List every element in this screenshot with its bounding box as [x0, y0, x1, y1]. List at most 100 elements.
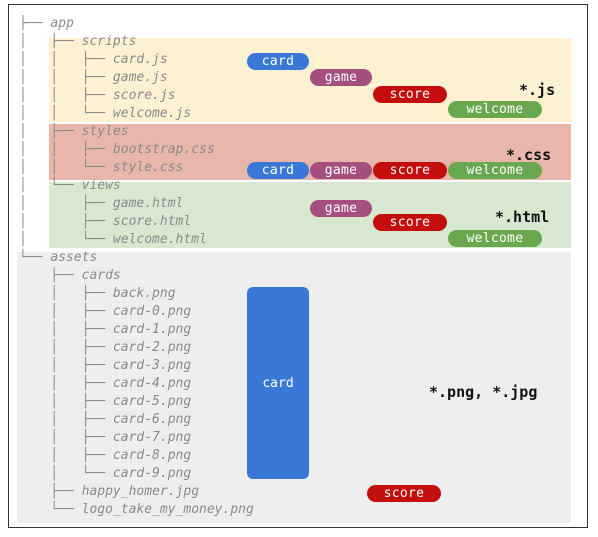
tree-branch-glyph: │ │ ├── — [19, 70, 113, 85]
tree-item-name: card-5.png — [112, 394, 192, 409]
tree-item-name: card-4.png — [112, 376, 192, 391]
tree-branch-glyph: │ └── — [19, 466, 113, 481]
tree-item-name: game.js — [112, 70, 168, 85]
tree-item: │ │ ├── card.js — [19, 51, 168, 69]
tree-branch-glyph: │ ├── — [19, 196, 113, 211]
tree-branch-glyph: │ │ ├── — [19, 142, 113, 157]
tree-branch-glyph: │ ├── — [19, 412, 113, 427]
tree-item: │ │ ├── score.js — [19, 87, 176, 105]
score-pill: score — [373, 162, 447, 179]
tree-branch-glyph: │ ├── — [19, 394, 113, 409]
game-pill: game — [310, 162, 372, 179]
assets-group-label: *.png, *.jpg — [429, 383, 538, 401]
js-group-label: *.js — [519, 81, 556, 99]
tree-branch-glyph: │ ├── — [19, 286, 113, 301]
tree-item-name: card-3.png — [112, 358, 192, 373]
tree-item-name: welcome.js — [112, 106, 192, 121]
tree-branch-glyph: │ ├── — [19, 322, 113, 337]
tree-branch-glyph: ├── — [19, 268, 82, 283]
tree-branch-glyph: │ │ └── — [19, 106, 113, 121]
score-pill: score — [373, 86, 447, 103]
tree-item-name: card-6.png — [112, 412, 192, 427]
tree-branch-glyph: │ ├── — [19, 430, 113, 445]
tree-item-name: card-7.png — [112, 430, 192, 445]
tree-item-name: bootstrap.css — [112, 142, 215, 157]
tree-item-name: scripts — [81, 34, 137, 49]
tree-item: │ ├── card-2.png — [19, 339, 191, 357]
tree-branch-glyph: │ │ ├── — [19, 52, 113, 67]
tree-branch-glyph: │ └── — [19, 232, 113, 247]
tree-item: │ ├── card-8.png — [19, 447, 191, 465]
tree-item: │ │ └── style.css — [19, 159, 183, 177]
tree-item-name: app — [50, 16, 74, 31]
tree-item: │ └── card-9.png — [19, 465, 191, 483]
tree-item: │ ├── card-4.png — [19, 375, 191, 393]
tree-item: │ ├── score.html — [19, 213, 191, 231]
game-pill: game — [310, 69, 372, 86]
tree-item: │ ├── card-3.png — [19, 357, 191, 375]
tree-item-name: happy_homer.jpg — [81, 484, 200, 499]
tree-item: │ ├── card-6.png — [19, 411, 191, 429]
tree-branch-glyph: │ ├── — [19, 448, 113, 463]
game-pill: game — [310, 200, 372, 217]
css-group-label: *.css — [506, 146, 552, 164]
tree-item-name: logo_take_my_money.png — [81, 502, 254, 517]
tree-branch-glyph: │ ├── — [19, 214, 113, 229]
tree-item-name: styles — [81, 124, 129, 139]
tree-item: ├── cards — [19, 267, 121, 285]
tree-item: │ ├── card-5.png — [19, 393, 191, 411]
tree-item-name: card-9.png — [112, 466, 192, 481]
tree-item: │ │ ├── game.js — [19, 69, 168, 87]
tree-item-name: card-1.png — [112, 322, 192, 337]
tree-item-name: views — [81, 178, 121, 193]
tree-item: ├── app — [19, 15, 74, 33]
welcome-pill: welcome — [448, 230, 542, 247]
welcome-pill: welcome — [448, 101, 542, 118]
tree-branch-glyph: │ ├── — [19, 304, 113, 319]
tree-branch-glyph: ├── — [19, 16, 51, 31]
tree-item-name: score.js — [112, 88, 176, 103]
tree-item-name: game.html — [112, 196, 184, 211]
tree-branch-glyph: │ ├── — [19, 340, 113, 355]
tree-item: │ │ ├── bootstrap.css — [19, 141, 215, 159]
welcome-pill: welcome — [448, 162, 542, 179]
card-pill: card — [247, 53, 309, 70]
tree-branch-glyph: │ ├── — [19, 124, 82, 139]
tree-item-name: welcome.html — [112, 232, 207, 247]
tree-branch-glyph: └── — [19, 502, 82, 517]
tree-item: │ │ └── welcome.js — [19, 105, 191, 123]
tree-item: └── logo_take_my_money.png — [19, 501, 254, 519]
tree-branch-glyph: │ ├── — [19, 376, 113, 391]
score-pill: score — [373, 214, 447, 231]
tree-item: │ ├── scripts — [19, 33, 136, 51]
tree-item-name: card-2.png — [112, 340, 192, 355]
tree-item: └── assets — [19, 249, 97, 267]
card-pill: card — [247, 162, 309, 179]
tree-branch-glyph: │ └── — [19, 178, 82, 193]
tree-item: │ ├── back.png — [19, 285, 176, 303]
tree-item: ├── happy_homer.jpg — [19, 483, 199, 501]
tree-item: │ └── views — [19, 177, 121, 195]
tree-item-name: card-0.png — [112, 304, 192, 319]
tree-item: │ └── welcome.html — [19, 231, 207, 249]
tree-item-name: score.html — [112, 214, 192, 229]
tree-item-name: cards — [81, 268, 121, 283]
tree-item-name: back.png — [112, 286, 176, 301]
tree-branch-glyph: ├── — [19, 484, 82, 499]
tree-branch-glyph: │ │ └── — [19, 160, 113, 175]
tree-item: │ ├── card-7.png — [19, 429, 191, 447]
tree-item: │ ├── game.html — [19, 195, 183, 213]
tree-item: │ ├── styles — [19, 123, 129, 141]
score-pill: score — [367, 485, 441, 502]
tree-item: │ ├── card-0.png — [19, 303, 191, 321]
html-group-label: *.html — [495, 208, 550, 226]
diagram-frame: ├── app│ ├── scripts│ │ ├── card.js│ │ ├… — [8, 4, 588, 528]
tree-branch-glyph: └── — [19, 250, 51, 265]
tree-item-name: style.css — [112, 160, 184, 175]
tree-branch-glyph: │ ├── — [19, 358, 113, 373]
tree-item-name: card-8.png — [112, 448, 192, 463]
tree-item-name: assets — [50, 250, 98, 265]
tree-branch-glyph: │ │ ├── — [19, 88, 113, 103]
tree-item: │ ├── card-1.png — [19, 321, 191, 339]
tree-item-name: card.js — [112, 52, 168, 67]
